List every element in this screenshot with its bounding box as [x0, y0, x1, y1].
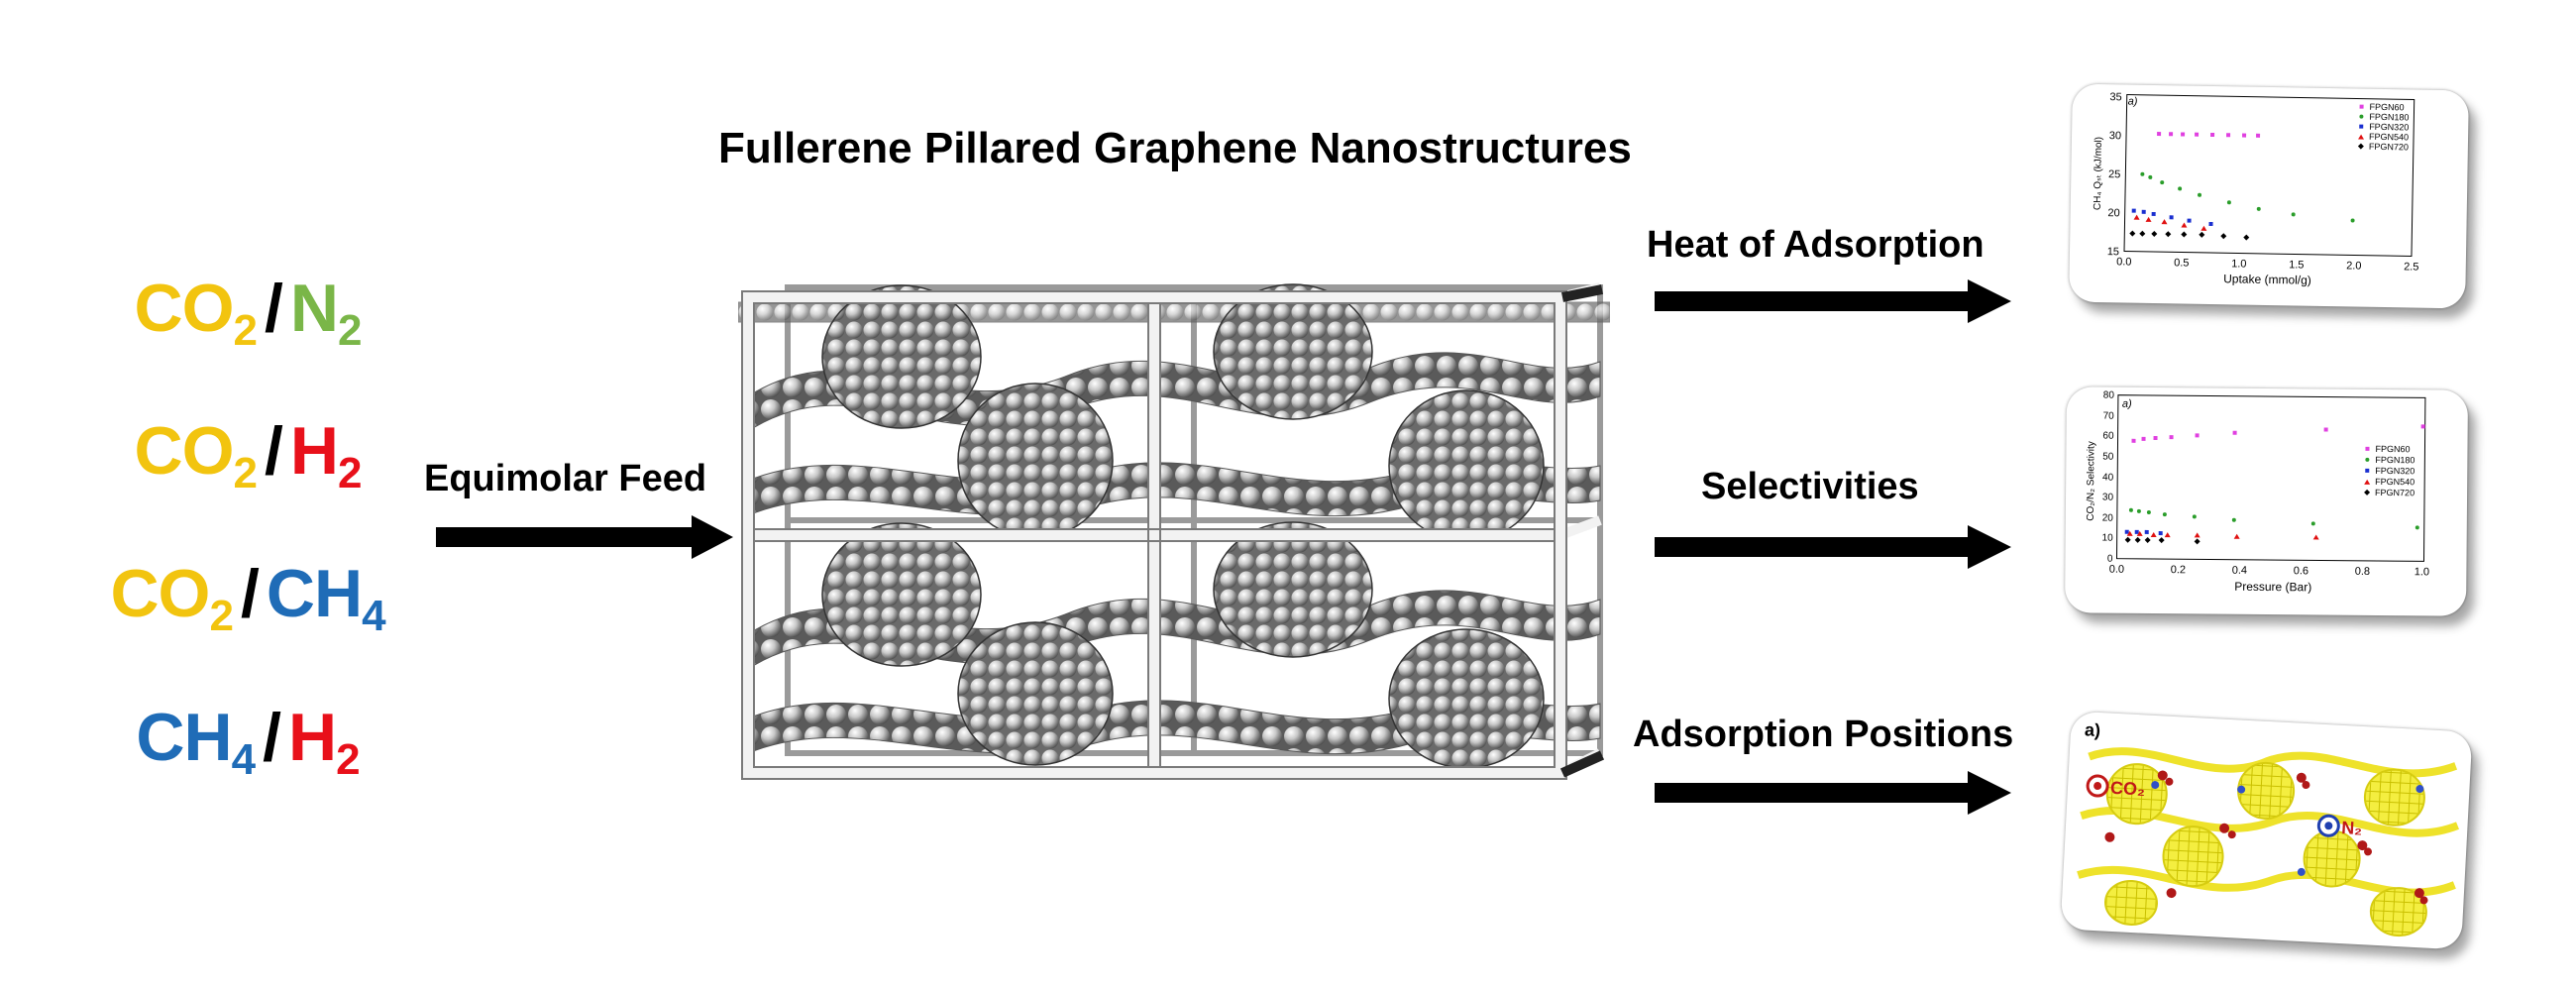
svg-text:0.4: 0.4	[2232, 565, 2247, 577]
svg-text:30: 30	[2102, 493, 2114, 503]
selectivity-card: a) 0 10 20 30 40 50 60 70 80 0.0 0.2 0.4…	[2065, 386, 2468, 616]
arrow-heat	[1655, 279, 2011, 323]
feed-label: Equimolar Feed	[424, 458, 707, 499]
y-axis-label: CH₄ Qₛₜ (kJ/mol)	[2093, 137, 2104, 210]
slash: /	[264, 413, 283, 489]
adsorption-snapshot: a) CO₂	[2077, 719, 2460, 937]
x-axis-label: Pressure (Bar)	[2234, 580, 2311, 595]
y-ticks: 0 10 20 30 40 50 60 70 80	[2101, 390, 2114, 565]
svg-text:0.8: 0.8	[2355, 566, 2370, 578]
feed-arrow	[436, 515, 733, 559]
gas-h2: H2	[289, 413, 363, 497]
series-fpgn720	[2124, 536, 2200, 545]
heat-plot: a) 15 20 25 30 35 0.0 0.5 1.0 1.5 2.0 2.…	[2093, 91, 2419, 287]
series-fpgn60	[2131, 424, 2425, 443]
svg-text:N₂: N₂	[2341, 818, 2363, 838]
series-fpgn320	[2124, 529, 2163, 536]
panel-label: a)	[2128, 96, 2138, 108]
slash: /	[240, 556, 260, 631]
diagram-title: Fullerene Pillared Graphene Nanostructur…	[718, 124, 1632, 172]
svg-text:15: 15	[2107, 246, 2119, 258]
svg-text:FPGN180: FPGN180	[2375, 455, 2415, 465]
svg-text:30: 30	[2109, 130, 2121, 142]
svg-text:FPGN60: FPGN60	[2370, 102, 2405, 113]
svg-text:70: 70	[2103, 411, 2115, 422]
series-fpgn720	[2129, 230, 2250, 241]
svg-text:2.0: 2.0	[2346, 260, 2362, 272]
heat-of-adsorption-card: a) 15 20 25 30 35 0.0 0.5 1.0 1.5 2.0 2.…	[2069, 83, 2469, 309]
gas-ch4: CH4	[266, 556, 386, 640]
series-fpgn540	[2126, 530, 2319, 540]
svg-text:0.6: 0.6	[2294, 565, 2308, 577]
x-ticks: 0.0 0.5 1.0 1.5 2.0 2.5	[2116, 256, 2418, 273]
series-fpgn180	[2128, 507, 2419, 530]
svg-text:FPGN540: FPGN540	[2375, 477, 2415, 487]
svg-text:FPGN320: FPGN320	[2375, 466, 2415, 476]
series-fpgn320	[2131, 208, 2213, 227]
gas-pair-co2-n2: CO2/N2	[104, 270, 391, 355]
y-ticks: 15 20 25 30 35	[2107, 91, 2122, 258]
co2-marker: CO₂	[2086, 774, 2146, 800]
svg-text:FPGN60: FPGN60	[2375, 444, 2410, 454]
svg-text:2.5: 2.5	[2404, 261, 2419, 273]
gas-co2: CO2	[110, 556, 234, 640]
svg-text:1.0: 1.0	[2415, 566, 2429, 578]
n2-marker: N₂	[2316, 814, 2363, 838]
svg-text:0.0: 0.0	[2116, 256, 2132, 268]
series-points	[2129, 132, 2355, 241]
svg-text:FPGN180: FPGN180	[2369, 112, 2409, 123]
panel-label: a)	[2085, 719, 2101, 740]
slash: /	[263, 700, 281, 775]
gas-n2: N2	[289, 271, 363, 355]
svg-text:35: 35	[2109, 91, 2121, 103]
output-label-positions: Adsorption Positions	[1633, 714, 2014, 755]
svg-text:10: 10	[2101, 533, 2113, 544]
svg-text:FPGN540: FPGN540	[2369, 132, 2409, 143]
x-axis-label: Uptake (mmol/g)	[2223, 272, 2311, 287]
svg-text:80: 80	[2103, 390, 2115, 401]
svg-text:CO₂: CO₂	[2110, 778, 2146, 800]
svg-text:50: 50	[2102, 452, 2114, 463]
series-fpgn180	[2140, 171, 2355, 223]
svg-text:1.0: 1.0	[2231, 258, 2247, 270]
gas-pair-co2-ch4: CO2/CH4	[104, 555, 391, 640]
series-fpgn540	[2133, 214, 2207, 231]
gas-co2: CO2	[134, 413, 259, 497]
svg-text:0.0: 0.0	[2109, 564, 2124, 576]
arrow-selectivities	[1655, 525, 2011, 569]
svg-text:25: 25	[2108, 168, 2120, 180]
svg-text:0.5: 0.5	[2174, 257, 2190, 269]
adsorption-positions-card: a) CO₂	[2060, 711, 2473, 950]
gas-co2: CO2	[134, 271, 259, 355]
fullerene-graphene-structure	[738, 282, 1610, 780]
svg-text:0.2: 0.2	[2171, 564, 2186, 576]
x-ticks: 0.0 0.2 0.4 0.6 0.8 1.0	[2109, 564, 2429, 579]
svg-text:FPGN720: FPGN720	[2369, 142, 2409, 153]
svg-text:20: 20	[2107, 207, 2119, 219]
gas-ch4: CH4	[136, 700, 256, 784]
svg-text:40: 40	[2102, 473, 2114, 484]
arrow-positions	[1655, 771, 2011, 815]
svg-text:20: 20	[2102, 513, 2114, 524]
svg-text:60: 60	[2102, 431, 2114, 442]
svg-text:0: 0	[2107, 554, 2113, 565]
slash: /	[264, 271, 283, 346]
gas-h2: H2	[288, 700, 361, 784]
svg-text:FPGN720: FPGN720	[2375, 488, 2415, 497]
series-points	[2124, 424, 2425, 545]
adsorbed-molecules	[2104, 770, 2428, 905]
legend: FPGN60 FPGN180 FPGN320 FPGN540 FPGN720	[2364, 444, 2415, 497]
series-fpgn60	[2157, 132, 2261, 138]
gas-pair-ch4-h2: CH4/H2	[104, 699, 391, 784]
svg-text:1.5: 1.5	[2289, 259, 2305, 271]
svg-text:FPGN320: FPGN320	[2369, 122, 2409, 133]
output-label-heat: Heat of Adsorption	[1647, 224, 1985, 266]
legend: FPGN60 FPGN180 FPGN320 FPGN540 FPGN720	[2357, 102, 2410, 153]
output-label-selectivities: Selectivities	[1701, 466, 1919, 507]
y-axis-label: CO₂/N₂ Selectivity	[2086, 441, 2097, 521]
selectivity-plot: a) 0 10 20 30 40 50 60 70 80 0.0 0.2 0.4…	[2086, 390, 2429, 595]
gas-pair-co2-h2: CO2/H2	[104, 412, 391, 497]
panel-label: a)	[2122, 398, 2132, 410]
